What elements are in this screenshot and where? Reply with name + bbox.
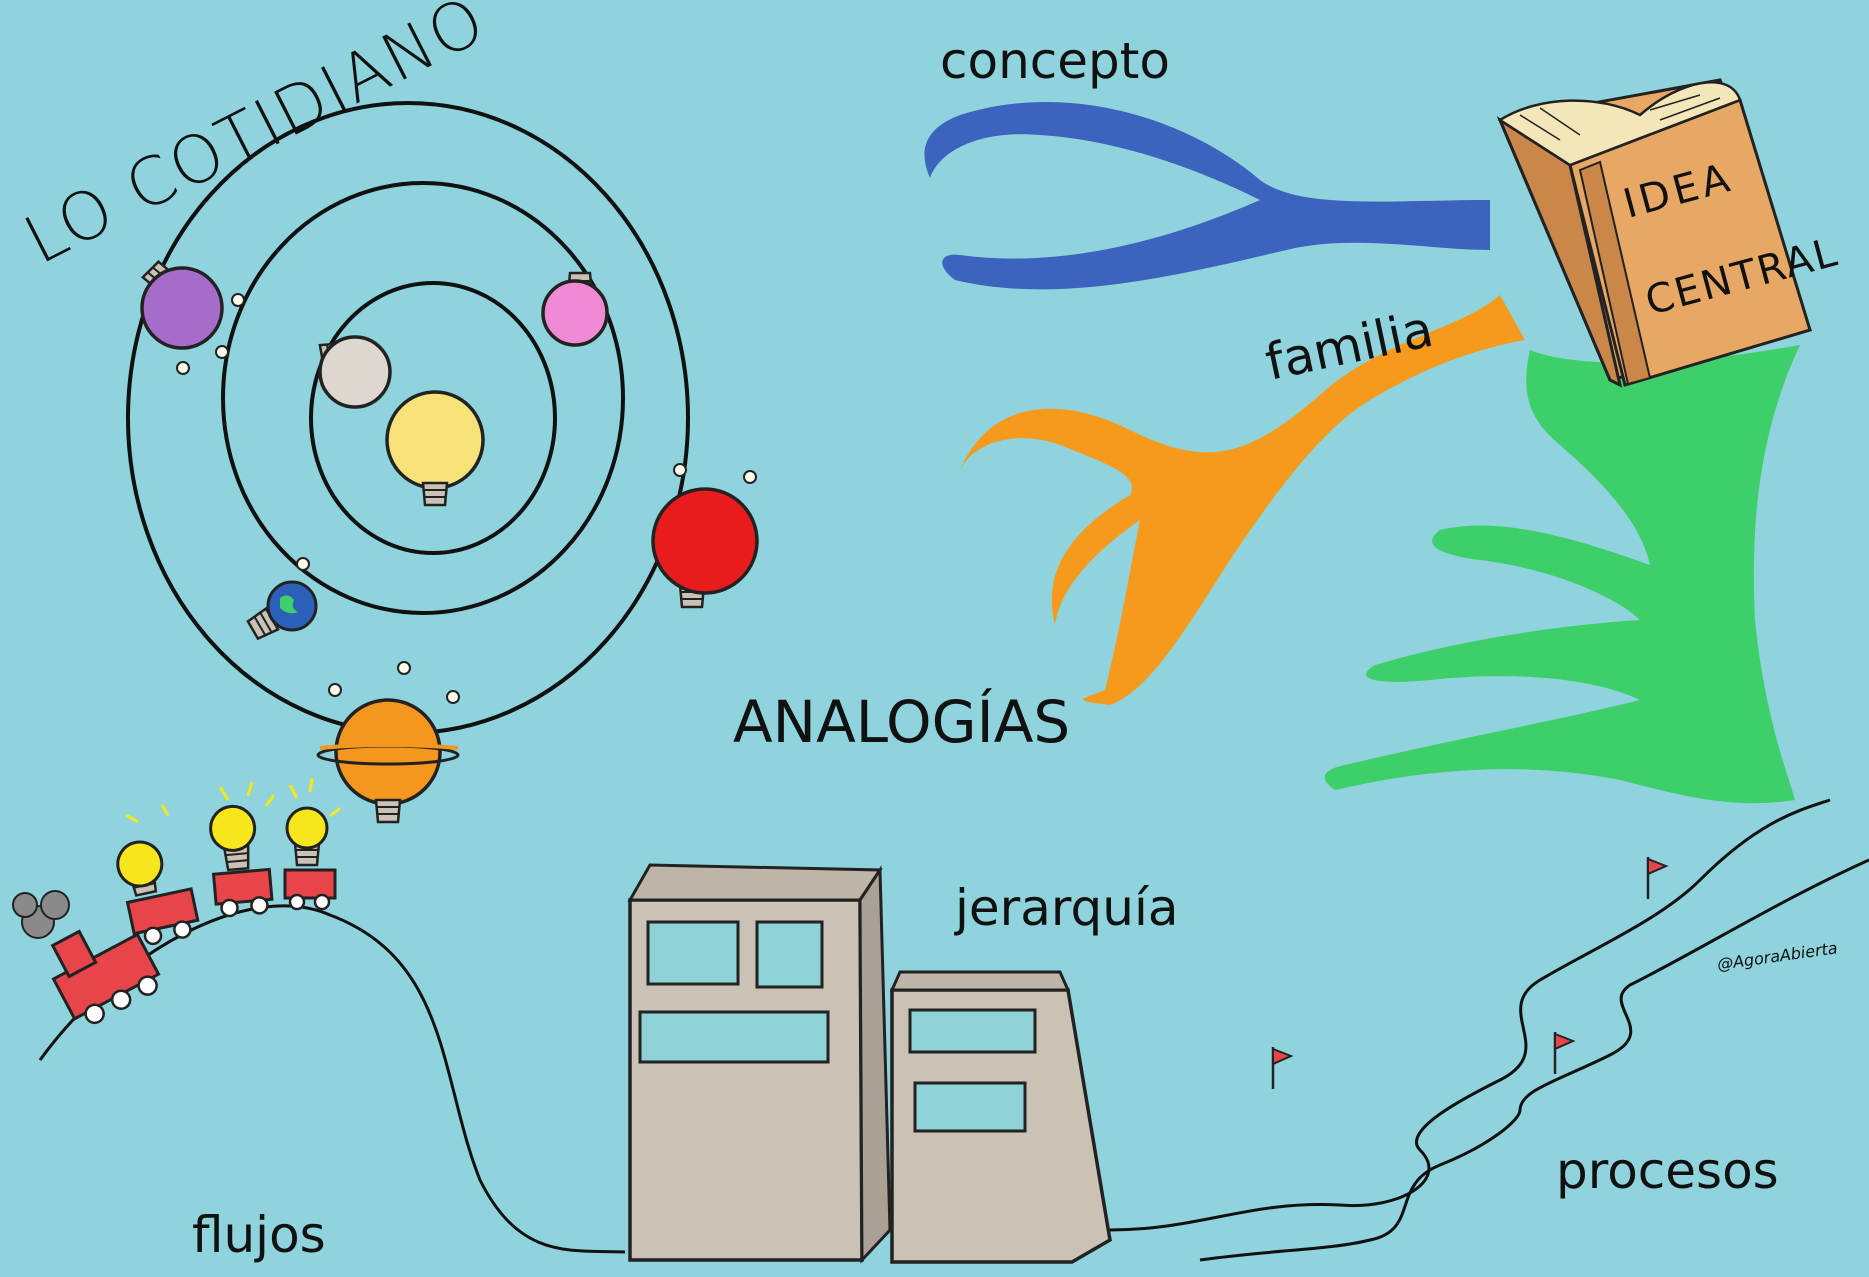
analogias-label: ANALOGÍAS — [733, 687, 1070, 756]
procesos-label: procesos — [1556, 1142, 1779, 1200]
orbit-middle — [221, 181, 625, 615]
familia-branch — [960, 295, 1525, 705]
train-icon — [12, 777, 341, 1025]
planet-pink-icon — [541, 271, 609, 347]
hill-line — [38, 904, 626, 1254]
planet-red-icon — [651, 463, 759, 609]
jerarquia-label: jerarquía — [954, 879, 1179, 937]
green-branch — [1324, 345, 1800, 804]
planet-purple-icon — [140, 259, 245, 375]
process-path — [1109, 798, 1869, 1262]
sun-bulb-icon — [385, 390, 485, 507]
building-short-icon — [889, 970, 1112, 1264]
flujos-label: flujos — [192, 1206, 326, 1264]
planet-orange-icon — [316, 661, 460, 824]
building-tall-icon — [627, 863, 892, 1264]
book-icon: IDEA CENTRAL — [1496, 78, 1843, 388]
concepto-label: concepto — [940, 32, 1170, 90]
planet-earth-icon — [245, 557, 318, 642]
concepto-branch — [924, 101, 1490, 290]
orbit-inner — [309, 281, 557, 555]
planet-grey-icon — [318, 335, 392, 409]
